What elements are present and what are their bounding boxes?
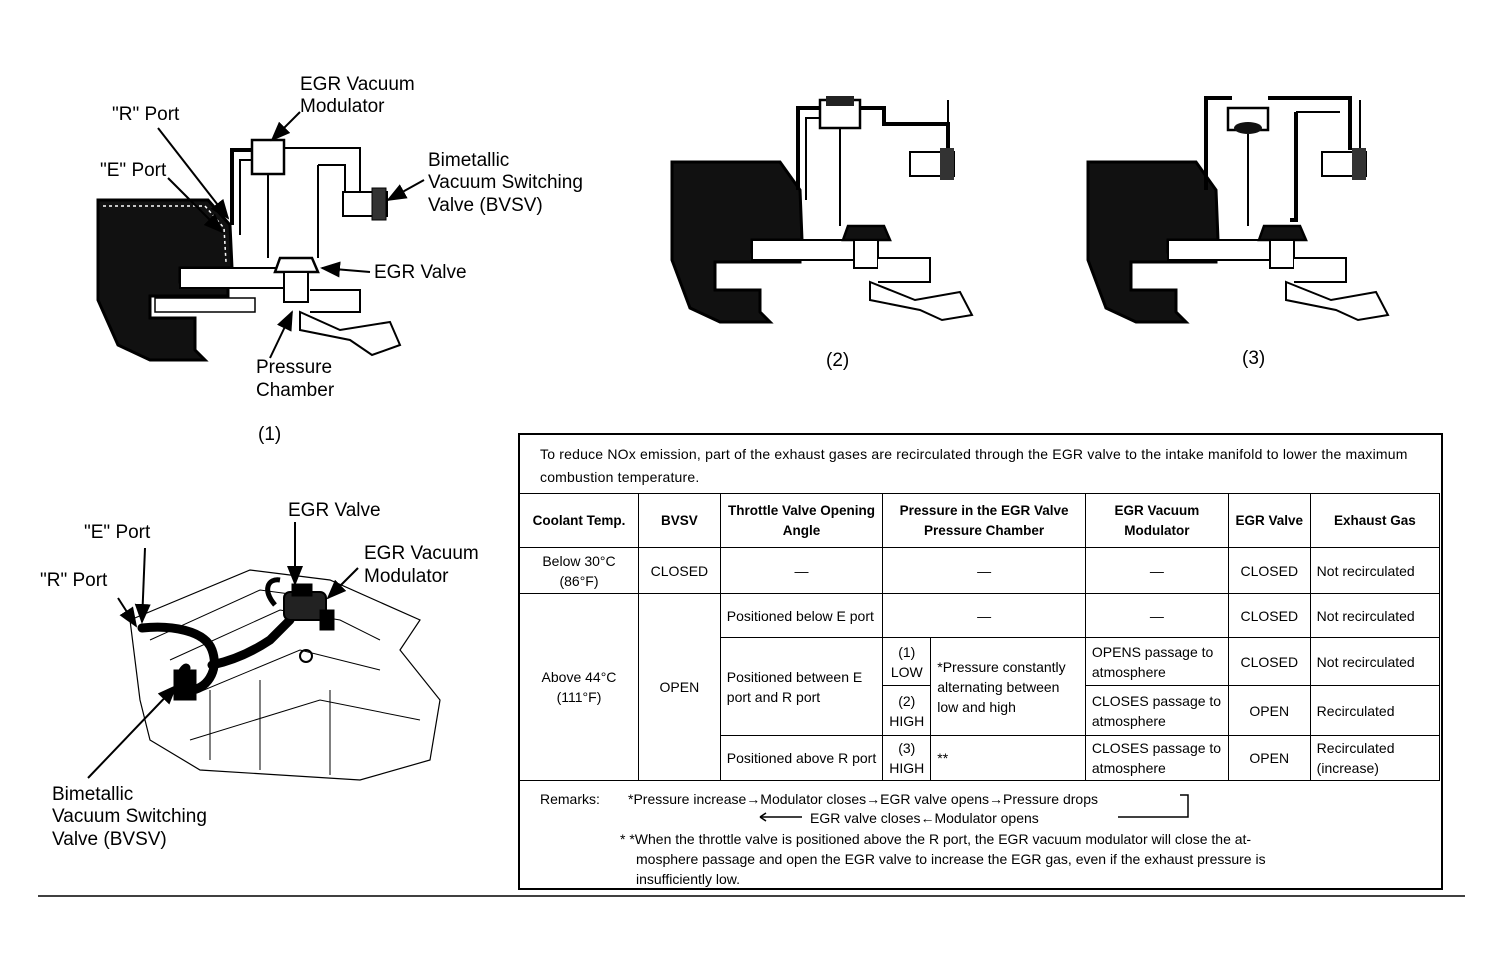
egr-operation-table: Coolant Temp. BVSV Throttle Valve Openin… (519, 493, 1441, 781)
header-pressure-chamber: Pressure in the EGR Valve Pressure Chamb… (882, 493, 1086, 548)
remarks-note-line1: * *When the throttle valve is positioned… (620, 831, 1252, 847)
label-bvsv-line3: Valve (BVSV) (428, 195, 543, 216)
diagram-1-modulator (250, 138, 286, 176)
cell-pressure-level: (2) HIGH (882, 685, 932, 736)
table-header-row: Coolant Temp. BVSV Throttle Valve Openin… (519, 493, 1441, 548)
label-bvsv-line2: Vacuum Switching (428, 172, 583, 193)
diagram-1-schematic (96, 138, 402, 362)
table-row: Above 44°C (111°F) OPEN Positioned below… (519, 593, 1441, 781)
engine-perspective-drawing (129, 569, 441, 781)
egr-operation-spec-box: To reduce NOx emission, part of the exha… (518, 433, 1443, 890)
cell-exhaust: Not recirculated (1309, 637, 1441, 686)
remarks-note-line2: mosphere passage and open the EGR valve … (636, 851, 1266, 867)
header-bvsv: BVSV (637, 493, 721, 548)
cell-bvsv: OPEN (637, 593, 721, 781)
label-egr-vacuum-modulator-line2: Modulator (300, 96, 385, 117)
table-row: Positioned above R port (3) HIGH ** CLOS… (520, 735, 1441, 781)
label-r-port: "R" Port (112, 104, 180, 125)
engine-label-egr-valve: EGR Valve (288, 500, 381, 521)
engine-label-bvsv-line2: Vacuum Switching (52, 806, 207, 827)
cell-modulator: — (1084, 547, 1229, 594)
remarks-cycle-return: EGR valve closes←Modulator opens (810, 810, 1039, 826)
label-egr-vacuum-modulator-line1: EGR Vacuum (300, 74, 415, 95)
cell-exhaust: Recirculated (increase) (1309, 735, 1441, 781)
label-bvsv-line1: Bimetallic (428, 150, 510, 171)
remarks-note-line3: insufficiently low. (636, 871, 741, 887)
header-egr-valve: EGR Valve (1227, 493, 1311, 548)
engine-label-bvsv-line1: Bimetallic (52, 784, 134, 805)
engine-label-modulator-line1: EGR Vacuum (364, 543, 479, 564)
header-coolant-temp: Coolant Temp. (519, 493, 639, 548)
cell-modulator: CLOSES passage to atmosphere (1084, 685, 1229, 736)
label-pressure-chamber-line2: Chamber (256, 380, 335, 401)
remarks-label: Remarks: (540, 791, 600, 807)
label-e-port: "E" Port (100, 160, 167, 181)
cell-coolant: Below 30°C (86°F) (519, 547, 639, 594)
cell-pressure: — (882, 593, 1086, 638)
cell-modulator: CLOSES passage to atmosphere (1084, 735, 1229, 781)
spec-intro-text: To reduce NOx emission, part of the exha… (540, 446, 1408, 485)
cell-throttle: Positioned below E port (719, 593, 884, 638)
remarks-cycle-forward: *Pressure increase→Modulator closes→EGR … (628, 791, 1098, 807)
table-row: (2) HIGH CLOSES passage to atmosphere OP… (520, 685, 1441, 736)
cell-egr: OPEN (1227, 735, 1311, 781)
cell-exhaust: Not recirculated (1309, 593, 1441, 638)
cell-bvsv: CLOSED (637, 547, 721, 594)
cell-modulator: OPENS passage to atmosphere (1084, 637, 1229, 686)
cell-pressure-note: *Pressure constantly alternating between… (930, 637, 1086, 736)
cell-egr: OPEN (1227, 685, 1311, 736)
cell-coolant: Above 44°C (111°F) (519, 593, 639, 781)
engine-label-modulator-line2: Modulator (364, 566, 449, 587)
label-egr-valve: EGR Valve (374, 262, 467, 283)
remarks-cycle-bracket (759, 794, 1189, 822)
header-vacuum-modulator: EGR Vacuum Modulator (1084, 493, 1229, 548)
cell-throttle: Positioned above R port (719, 735, 884, 781)
cell-egr: CLOSED (1227, 593, 1311, 638)
engine-callouts (87, 522, 359, 779)
cell-modulator: — (1084, 593, 1229, 638)
cell-exhaust: Not recirculated (1309, 547, 1441, 594)
diagram-1-intake-manifold (96, 198, 234, 362)
cell-pressure-level: (1) LOW (882, 637, 932, 686)
cell-throttle: Positioned between E port and R port (719, 637, 884, 736)
diagram-1-callouts (157, 111, 425, 359)
cell-throttle: — (719, 547, 884, 594)
cell-pressure-note: ** (930, 735, 1086, 781)
cell-pressure: — (882, 547, 1086, 594)
engine-label-bvsv-line3: Valve (BVSV) (52, 829, 167, 850)
caption-diagram-2: (2) (826, 350, 850, 371)
header-exhaust-gas: Exhaust Gas (1309, 493, 1441, 548)
engine-label-e-port: "E" Port (84, 522, 151, 543)
diagram-1-egr-valve (273, 256, 320, 274)
cell-exhaust: Recirculated (1309, 685, 1441, 736)
caption-diagram-3: (3) (1242, 348, 1266, 369)
table-row: Below 30°C (86°F) CLOSED — — — CLOSED No… (519, 547, 1441, 594)
engine-label-r-port: "R" Port (40, 570, 108, 591)
diagram-3-schematic (1086, 96, 1390, 324)
cell-egr: CLOSED (1227, 547, 1311, 594)
cell-pressure-level: (3) HIGH (882, 735, 932, 781)
cell-egr: CLOSED (1227, 637, 1311, 686)
caption-diagram-1: (1) (258, 424, 282, 445)
diagram-2-schematic (670, 96, 974, 324)
label-pressure-chamber-line1: Pressure (256, 357, 333, 378)
header-throttle-angle: Throttle Valve Opening Angle (719, 493, 884, 548)
